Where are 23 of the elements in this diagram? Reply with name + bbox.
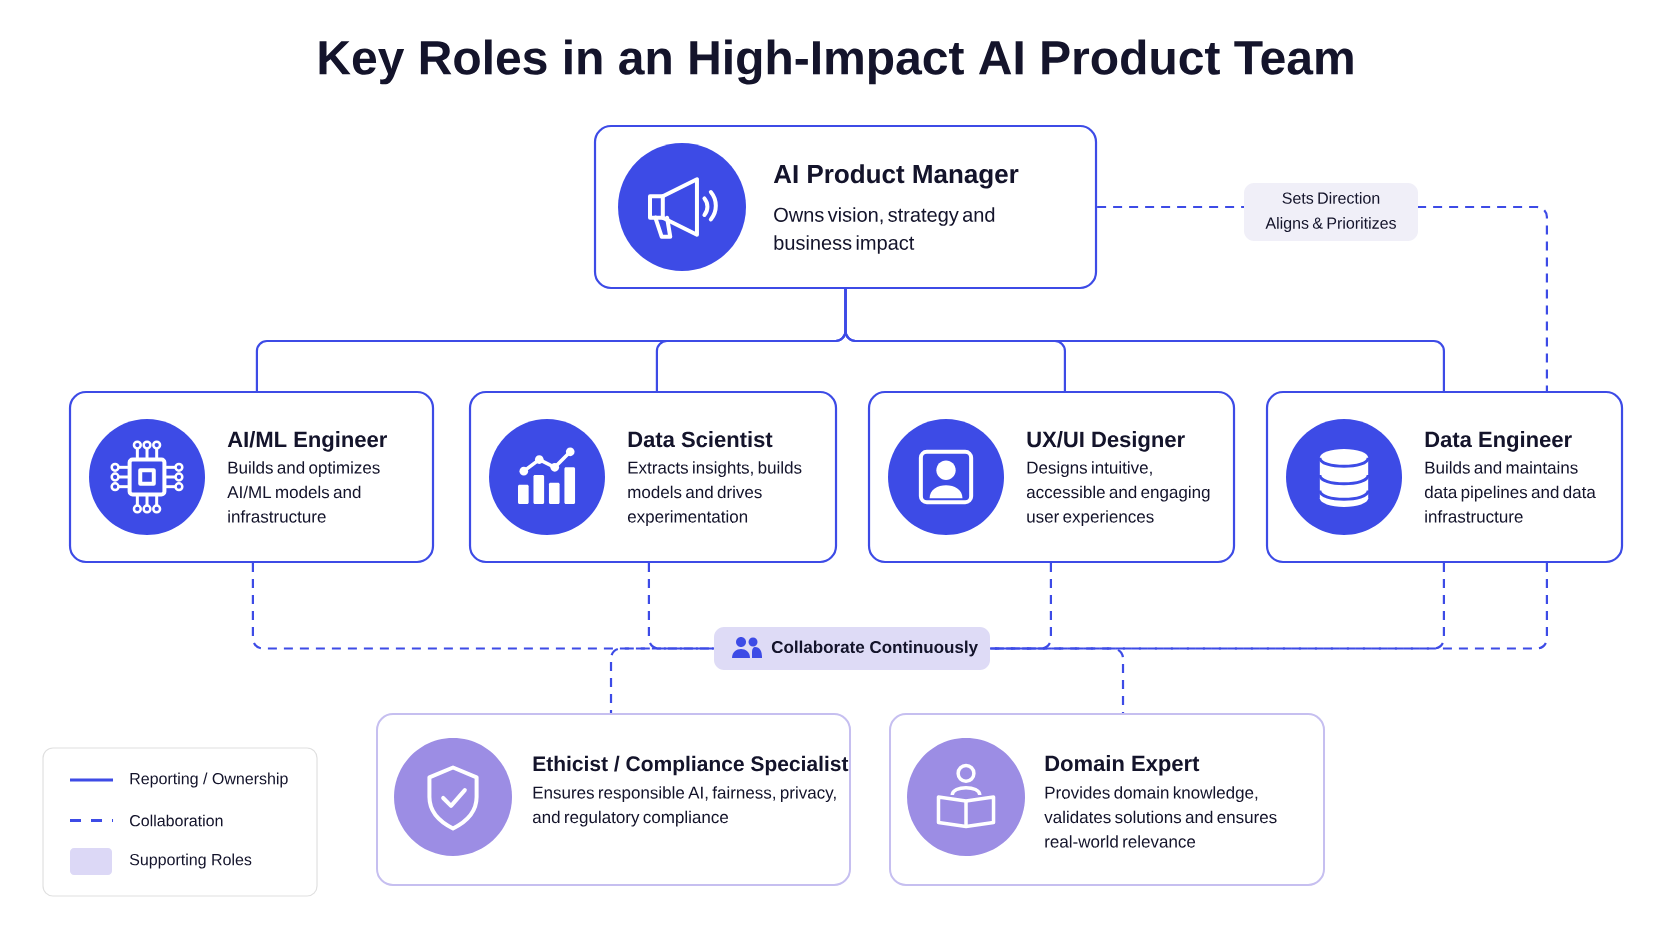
legend-label: Reporting / Ownership <box>130 772 288 788</box>
role-title: UX/UI Designer <box>1027 431 1185 452</box>
connector-line <box>844 289 1445 391</box>
role-description: Builds and maintains data pipelines and data infrastructure <box>1424 461 1596 523</box>
role-description: Builds and optimizes AI/ML models and infrastructure <box>227 461 380 523</box>
role-description: Designs intuitive, accessible and engaging user experiences <box>1026 461 1210 527</box>
role-title: AI/ML Engineer <box>227 431 387 452</box>
dashed-connector <box>990 647 1125 713</box>
role-title: Ethicist / Compliance Specialist <box>533 755 849 776</box>
legend-label: Collaboration <box>130 814 223 827</box>
role-description: Extracts insights, builds models and drives experimentation <box>627 461 802 527</box>
pill-label: Collaborate Continuously <box>771 640 978 657</box>
title: Key Roles in an High-Impact AI Product Team <box>319 39 1353 85</box>
role-title: AI Product Manager <box>773 164 1019 189</box>
legend-label: Supporting Roles <box>129 853 252 869</box>
dashed-connector <box>609 647 714 713</box>
role-description: Ensures responsible AI, fairness, privacy, and regulatory compliance <box>532 786 836 827</box>
edge-label: Sets Direction Aligns & Prioritizes <box>1244 183 1418 241</box>
role-description: Owns vision, strategy and business impact <box>774 207 995 254</box>
role-title: Domain Expert <box>1045 755 1200 776</box>
role-title: Data Engineer <box>1425 431 1572 452</box>
role-description: Provides domain knowledge, validates solutions and ensures real-world relevance <box>1044 786 1277 848</box>
role-title: Data Scientist <box>628 431 773 448</box>
